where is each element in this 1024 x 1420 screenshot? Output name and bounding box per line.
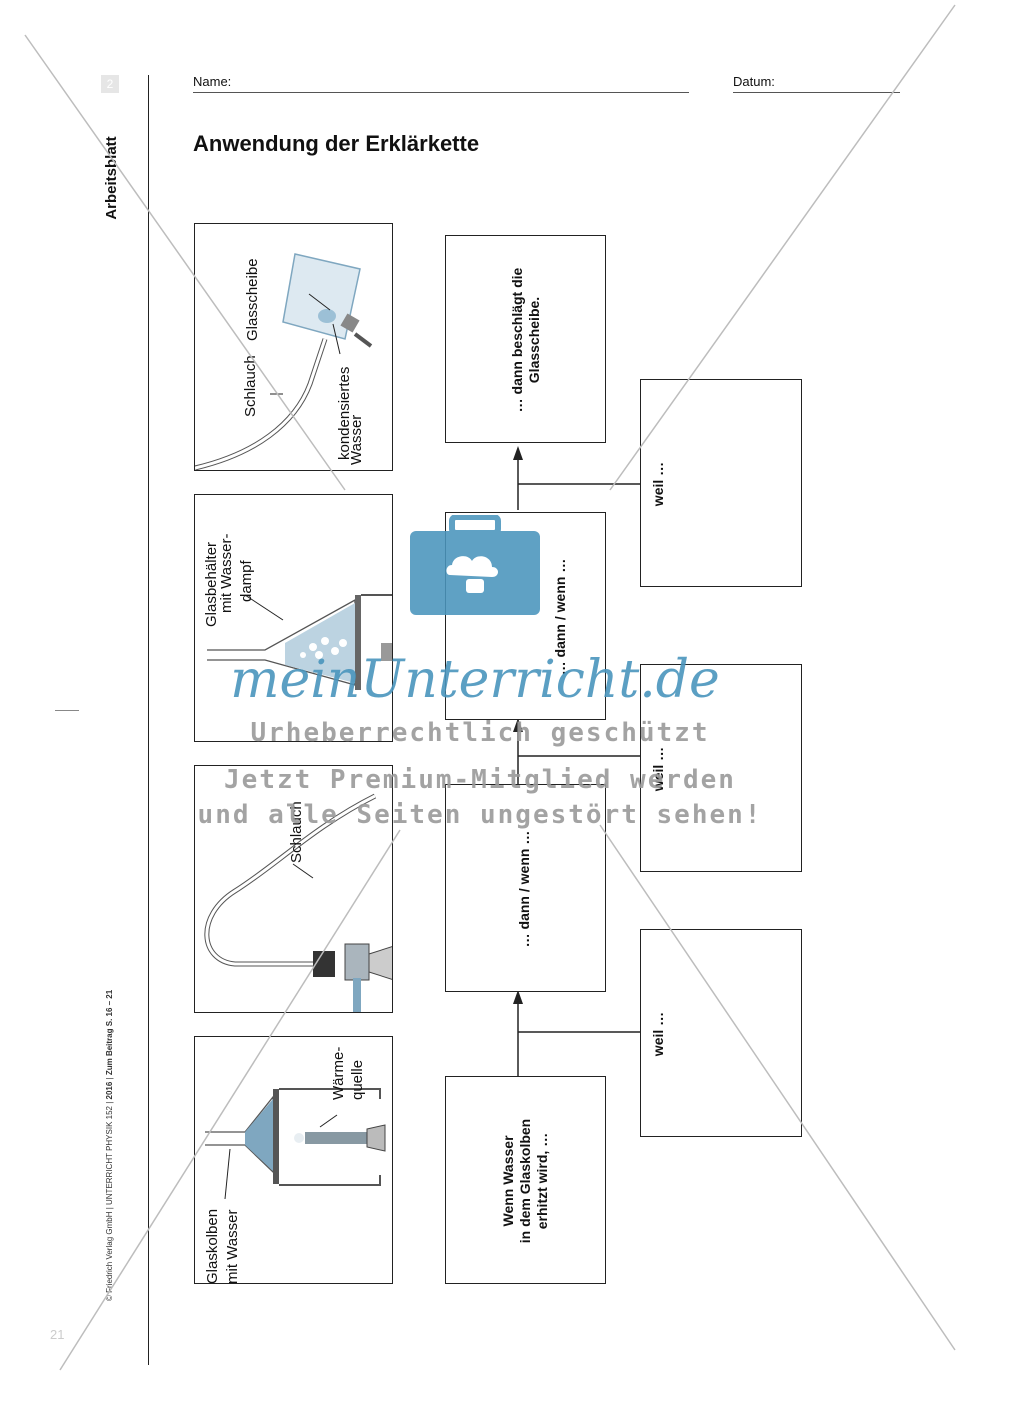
watermark-line1: Urheberrechtlich geschützt [250,718,710,748]
watermark-line2: Jetzt Premium-Mitglied werden [224,765,736,795]
weil-box-1[interactable]: weil … [640,379,802,587]
page-badge: 2 [101,75,119,93]
weil-box-3[interactable]: weil … [640,929,802,1137]
weil-text-1: weil … [650,461,666,507]
label-mit-wasser: mit Wasser- [218,533,235,613]
label-quelle: quelle [349,1059,366,1100]
watermark-line3: und alle Seiten ungestört sehen! [197,800,763,830]
watermark-brand: meinUnterricht.de [230,650,720,710]
label-dampf: dampf [238,560,255,602]
label-glasscheibe: Glasscheibe [244,258,261,341]
illustration-steam-container: Glasbehälter mit Wasser- dampf [194,494,393,742]
label-schlauch-1: Schlauch [242,355,259,417]
copyright-footer: © Friedrich Verlag GmbH | UNTERRICHT PHY… [105,989,114,1301]
date-label: Datum: [733,74,775,89]
date-field[interactable] [733,92,900,93]
sidebar-label: Arbeitsblatt [103,136,120,220]
page-number: 21 [50,1327,65,1342]
page-title: Anwendung der Erklärkette [193,131,480,156]
illustration-glass-pane: Glasscheibe Schlauch kondensiertes Wasse… [194,223,393,471]
label-wasser-1: Wasser [348,414,365,465]
chain-step2-box[interactable]: … dann / wenn … [445,784,606,992]
weil-text-3: weil … [650,1011,666,1057]
margin-tick [55,710,79,711]
margin-line [148,75,149,1365]
name-field[interactable] [193,92,689,93]
watermark-briefcase-icon [410,515,540,615]
steam-container-drawing [207,594,392,690]
label-glaskolben: Glaskolben [204,1208,221,1284]
name-label: Name: [193,74,232,89]
label-mit-wasser-2: mit Wasser [224,1209,241,1284]
illustration-flask: Wärme- quelle Glaskolben mit Wasser [194,1036,393,1284]
label-waerme: Wärme- [330,1046,347,1100]
